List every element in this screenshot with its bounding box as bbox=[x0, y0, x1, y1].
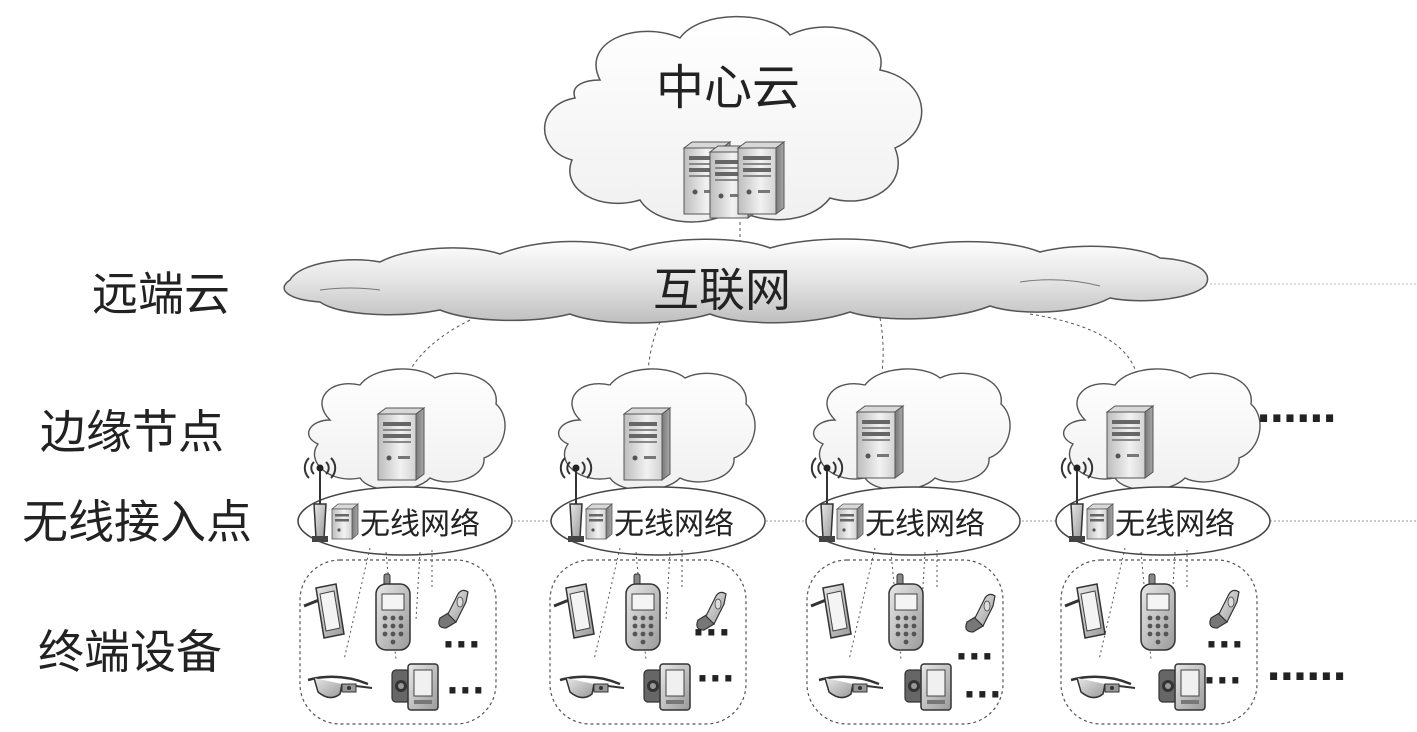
edge-server-icon bbox=[377, 407, 425, 481]
access-point-box-icon bbox=[836, 503, 864, 540]
more-devices-ellipsis: ··· bbox=[692, 613, 731, 653]
terminal-group-box bbox=[806, 559, 1004, 725]
access-point-box-icon bbox=[1086, 503, 1114, 540]
mobile-phone-icon bbox=[888, 573, 924, 651]
flip-phone-icon bbox=[438, 589, 469, 629]
terminal-group-box bbox=[549, 559, 747, 725]
flip-phone-icon bbox=[1209, 589, 1240, 629]
remote-cloud-label: 远端云 bbox=[92, 267, 230, 321]
column-2: 无线网络 ··· ··· bbox=[549, 368, 766, 725]
access-point-box-icon bbox=[331, 503, 359, 540]
internet-label: 互联网 bbox=[653, 263, 791, 317]
more-devices-ellipsis: ··· bbox=[446, 671, 485, 711]
more-devices-ellipsis: ··· bbox=[955, 637, 994, 677]
edge-server-icon bbox=[1106, 405, 1154, 479]
wireless-access-point-label: 无线接入点 bbox=[22, 495, 252, 549]
edge-server-icon bbox=[623, 407, 671, 481]
tablet-icon bbox=[552, 582, 596, 640]
tablet-icon bbox=[1063, 582, 1107, 640]
more-devices-ellipsis: ··· bbox=[963, 675, 1002, 715]
edge-cloud bbox=[1062, 368, 1261, 491]
more-devices-ellipsis: ··· bbox=[696, 659, 735, 699]
flip-phone-icon bbox=[965, 593, 996, 633]
column-3: 无线网络 ··· ··· bbox=[805, 368, 1021, 725]
smart-glasses-icon bbox=[817, 675, 885, 699]
edge-cloud bbox=[812, 368, 1011, 491]
camcorder-icon bbox=[643, 663, 691, 711]
more-devices-ellipsis: ··· bbox=[1205, 625, 1244, 665]
terminal-group-box bbox=[299, 559, 497, 725]
smart-glasses-icon bbox=[558, 675, 626, 699]
wireless-network-label: 无线网络 bbox=[360, 507, 480, 542]
camcorder-icon bbox=[1158, 663, 1206, 711]
terminal-device-label: 终端设备 bbox=[38, 625, 222, 679]
access-point-box-icon bbox=[585, 503, 613, 540]
more-devices-ellipsis: ··· bbox=[442, 625, 481, 665]
wireless-network-label: 无线网络 bbox=[865, 507, 985, 542]
edge-node-label: 边缘节点 bbox=[40, 405, 224, 459]
column-4: 无线网络 ··· ··· bbox=[1055, 368, 1271, 725]
mobile-phone-icon bbox=[375, 573, 411, 651]
center-cloud-label: 中心云 bbox=[656, 60, 800, 116]
internet-band: 互联网 bbox=[283, 238, 1209, 324]
tablet-icon bbox=[809, 582, 853, 640]
central-cloud: 中心云 bbox=[543, 15, 923, 223]
edge-server-icon bbox=[856, 405, 904, 479]
camcorder-icon bbox=[391, 663, 439, 711]
smart-glasses-icon bbox=[1069, 675, 1137, 699]
mobile-phone-icon bbox=[625, 573, 661, 651]
mobile-phone-icon bbox=[1140, 573, 1176, 651]
terminal-group-box bbox=[1060, 559, 1258, 725]
wireless-network-label: 无线网络 bbox=[1115, 507, 1235, 542]
more-terminals-ellipsis: ······ bbox=[1266, 654, 1345, 700]
tablet-icon bbox=[302, 582, 346, 640]
central-server-3-icon bbox=[737, 141, 785, 215]
smart-glasses-icon bbox=[306, 675, 374, 699]
more-devices-ellipsis: ··· bbox=[1203, 661, 1242, 701]
more-edge-nodes-ellipsis: ······ bbox=[1256, 396, 1335, 442]
wireless-network-label: 无线网络 bbox=[614, 507, 734, 542]
column-1: 无线网络 ··· ··· bbox=[297, 368, 513, 725]
camcorder-icon bbox=[904, 663, 952, 711]
